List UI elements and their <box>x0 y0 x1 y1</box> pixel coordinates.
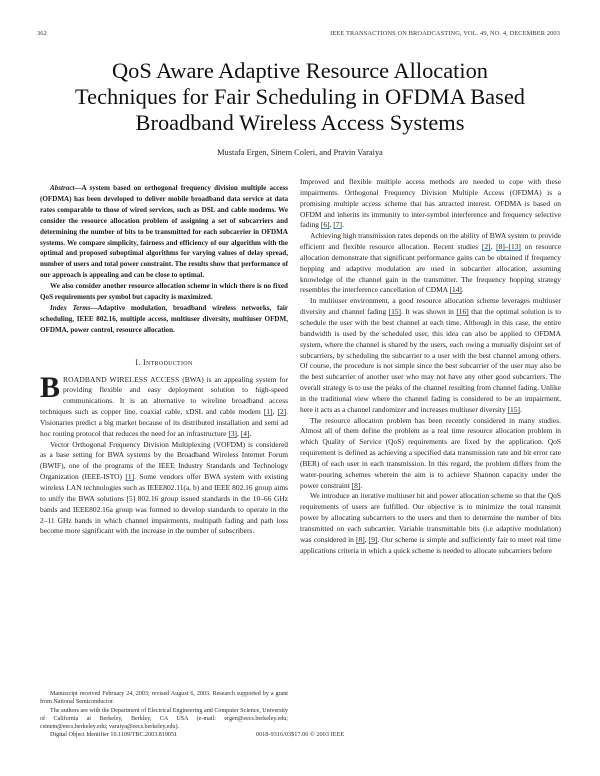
reference-link[interactable]: [3] <box>228 428 238 438</box>
abstract-text: We also consider another resource alloca… <box>40 282 288 302</box>
reference-link[interactable]: [9] <box>368 534 378 544</box>
abstract-paragraph: We also consider another resource alloca… <box>40 281 288 303</box>
abstract-label: Abstract <box>50 184 75 192</box>
reference-link[interactable]: [8] <box>351 480 361 490</box>
author-list: Mustafa Ergen, Sinem Coleri, and Pravin … <box>217 148 383 157</box>
title-line: Techniques for Fair Scheduling in OFDMA … <box>75 84 525 109</box>
reference-link[interactable]: [2] <box>277 407 287 417</box>
section-title: Introduction <box>142 357 193 367</box>
body-paragraph: The resource allocation problem has been… <box>300 415 561 490</box>
section-heading: I. Introduction <box>40 358 288 369</box>
body-paragraph: In multiuser environment, a good resourc… <box>300 296 561 414</box>
left-column: Abstract—A system based on orthogonal fr… <box>40 183 288 537</box>
paper-title: QoS Aware Adaptive Resource Allocation T… <box>30 58 570 136</box>
reference-link[interactable]: [7] <box>333 220 342 230</box>
footnote-manuscript: Manuscript received February 24, 2003; r… <box>40 691 288 706</box>
abstract: Abstract—A system based on orthogonal fr… <box>40 183 288 336</box>
reference-link[interactable]: [16] <box>456 307 469 317</box>
footnote-doi: Digital Object Identifier 10.1109/TBC.20… <box>50 732 178 739</box>
reference-link[interactable]: [8] <box>356 534 365 544</box>
reference-link[interactable]: [1] <box>125 472 135 482</box>
body-paragraph: We introduce an iterative multiuser bit … <box>300 491 562 555</box>
journal-header: IEEE TRANSACTIONS ON BROADCASTING, VOL. … <box>330 30 560 37</box>
drop-cap: B <box>40 370 61 404</box>
copyright-notice: 0018-9316/03$17.00 © 2003 IEEE <box>255 731 345 738</box>
index-terms-label: Index Terms <box>50 303 91 312</box>
index-terms: Index Terms—Adaptive modulation, broadba… <box>40 303 288 334</box>
running-head: 362 IEEE TRANSACTIONS ON BROADCASTING, V… <box>37 30 560 37</box>
right-column: Improved and flexible multiple access me… <box>300 177 561 557</box>
abstract-paragraph: Abstract—A system based on orthogonal fr… <box>40 184 288 280</box>
title-line: QoS Aware Adaptive Resource Allocation <box>111 58 488 83</box>
reference-link[interactable]: [4] <box>240 428 250 438</box>
footnotes: Manuscript received February 24, 2003; r… <box>40 690 288 740</box>
index-terms-text: Adaptive modulation, broadband wireless … <box>40 303 288 334</box>
reference-link[interactable]: [8]–[13] <box>496 242 521 252</box>
reference-link[interactable]: [15] <box>388 307 402 317</box>
title-line: Broadband Wireless Access Systems <box>135 110 465 135</box>
reference-link[interactable]: [14] <box>449 285 462 295</box>
page-number: 362 <box>37 30 47 37</box>
reference-link[interactable]: [15] <box>507 404 520 414</box>
reference-link[interactable]: [6] <box>320 220 330 230</box>
section-number: I. <box>135 357 141 367</box>
body-paragraph: Improved and flexible multiple access me… <box>300 177 561 230</box>
body-paragraph: Vector Orthogonal Frequency Division Mul… <box>40 439 289 536</box>
abstract-text: A system based on orthogonal frequency d… <box>40 184 288 280</box>
body-paragraph: Achieving high transmission rates depend… <box>300 231 561 295</box>
footnote-affiliation: The authors are with the Department of E… <box>40 707 288 731</box>
reference-link[interactable]: [1] <box>263 407 273 417</box>
reference-link[interactable]: [2] <box>481 242 491 252</box>
